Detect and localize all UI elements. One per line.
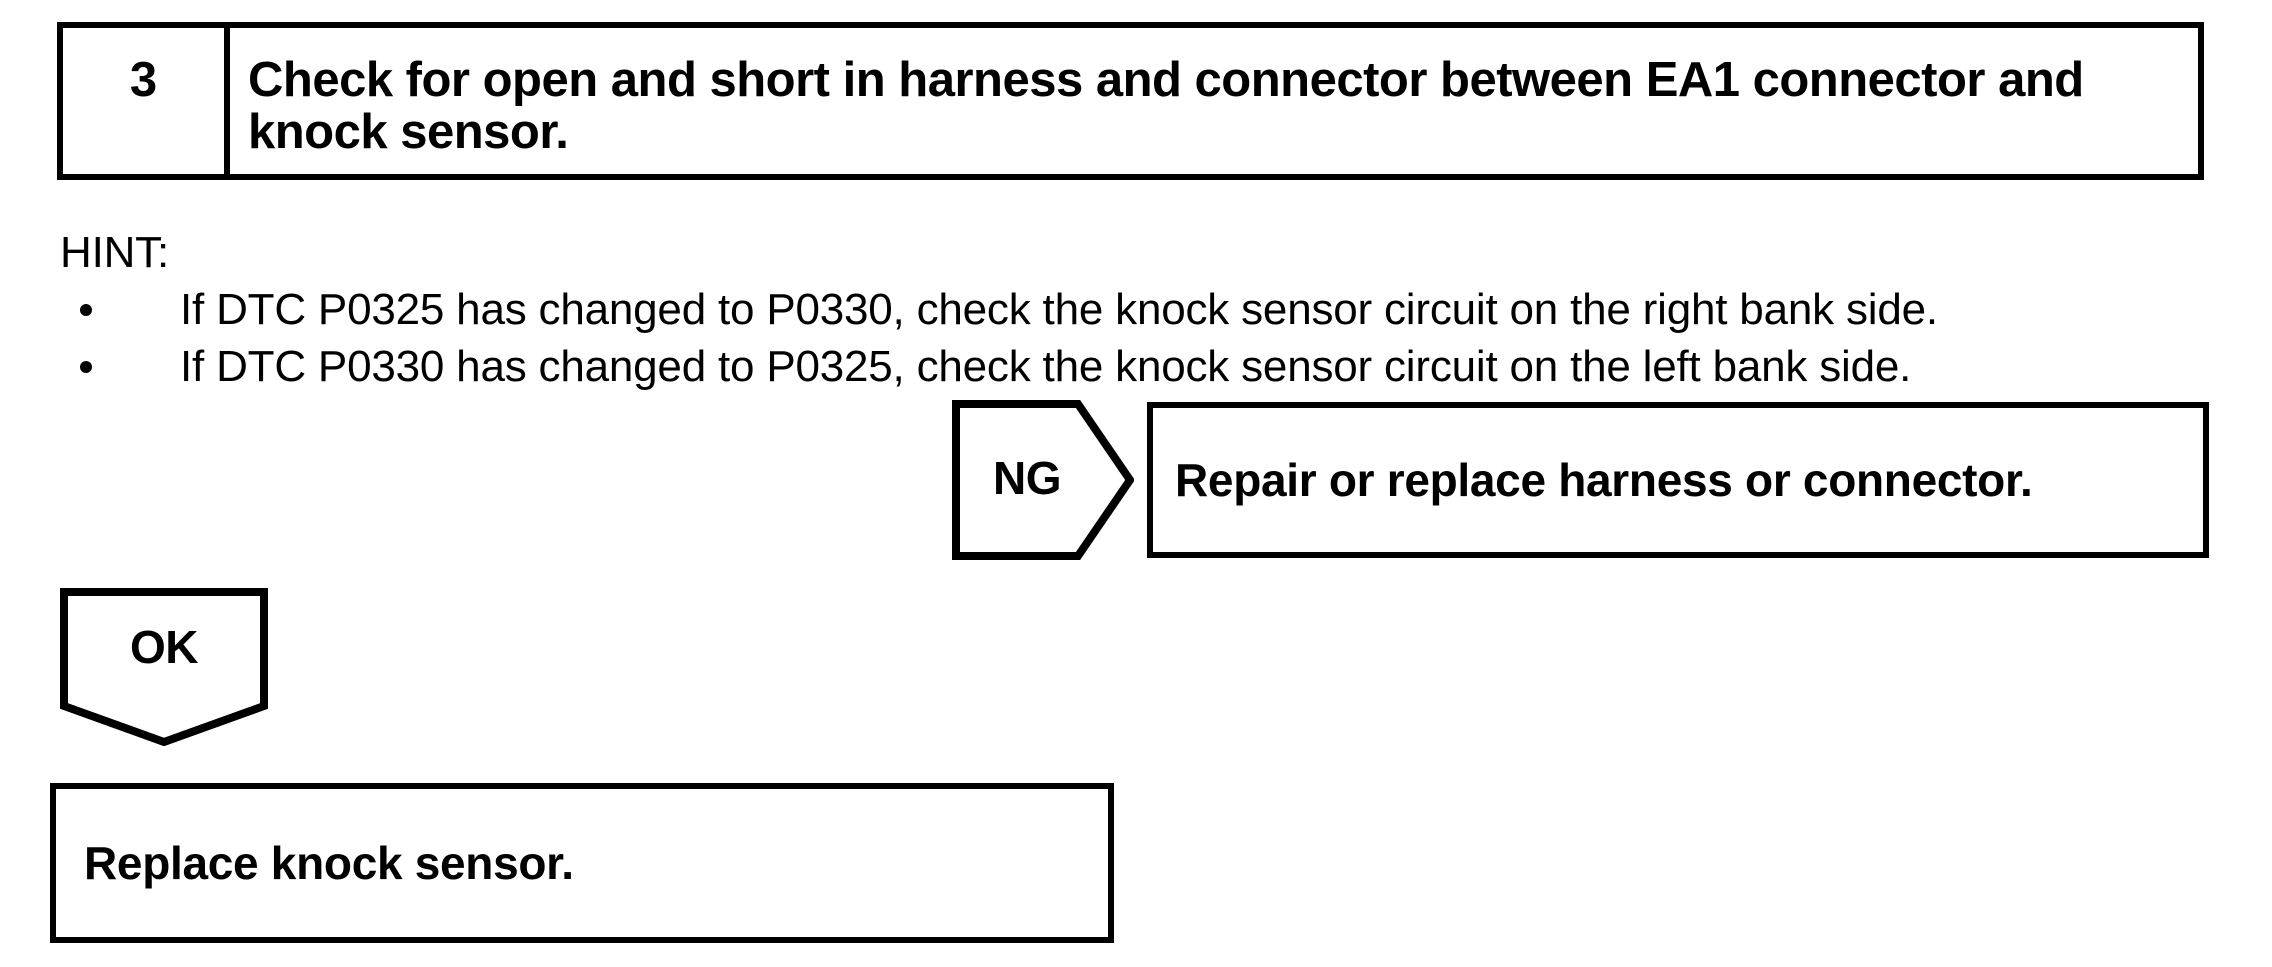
- step-header-box: 3 Check for open and short in harness an…: [57, 22, 2204, 180]
- hint-bullet-row: If DTC P0330 has changed to P0325, check…: [60, 338, 2220, 395]
- ng-pentagon-right-icon: [952, 400, 1134, 560]
- step-number: 3: [63, 28, 230, 174]
- ng-result-symbol: NG: [952, 400, 1134, 560]
- hint-section: HINT: If DTC P0325 has changed to P0330,…: [60, 224, 2220, 395]
- ok-pentagon-down-icon: [60, 588, 268, 746]
- ng-action-text: Repair or replace harness or connector.: [1175, 454, 2033, 506]
- ok-label: OK: [130, 621, 199, 673]
- ok-result-symbol: OK: [60, 588, 268, 746]
- ok-action-box: Replace knock sensor.: [50, 783, 1114, 943]
- hint-bullet-text: If DTC P0325 has changed to P0330, check…: [180, 285, 1938, 334]
- ng-action-box: Repair or replace harness or connector.: [1147, 402, 2209, 558]
- hint-bullet-text: If DTC P0330 has changed to P0325, check…: [180, 342, 1912, 391]
- bullet-icon: [80, 361, 92, 373]
- ok-action-text: Replace knock sensor.: [84, 837, 574, 889]
- hint-bullet-row: If DTC P0325 has changed to P0330, check…: [60, 281, 2220, 338]
- hint-label: HINT:: [60, 228, 170, 277]
- step-instruction: Check for open and short in harness and …: [248, 53, 2084, 159]
- bullet-icon: [80, 304, 92, 316]
- ng-label: NG: [993, 452, 1062, 504]
